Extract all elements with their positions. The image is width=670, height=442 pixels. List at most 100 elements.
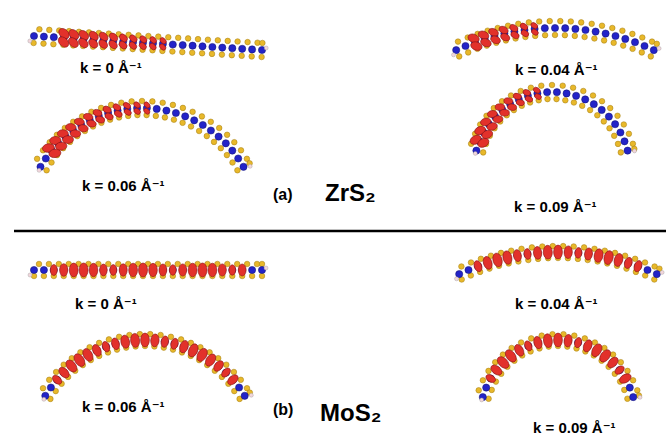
sulfur-atom bbox=[611, 133, 617, 139]
sulfur-atom bbox=[459, 264, 465, 270]
sulfur-atom bbox=[61, 362, 67, 368]
sulfur-atom bbox=[468, 260, 474, 266]
sulfur-atom bbox=[611, 40, 617, 46]
sulfur-atom bbox=[209, 51, 215, 57]
metal-atom bbox=[631, 39, 638, 46]
charge-density-lobe bbox=[522, 89, 531, 97]
sulfur-atom bbox=[41, 273, 47, 279]
hydrogen-atom bbox=[455, 277, 459, 281]
sulfur-atom bbox=[572, 33, 578, 39]
metal-atom bbox=[553, 89, 560, 96]
charge-density-lobe bbox=[593, 248, 604, 263]
sulfur-atom bbox=[518, 340, 524, 346]
sulfur-atom bbox=[199, 114, 205, 120]
sulfur-atom bbox=[41, 41, 47, 47]
sulfur-atom bbox=[625, 396, 631, 402]
sulfur-atom bbox=[211, 139, 217, 145]
charge-density-lobe bbox=[118, 40, 129, 51]
sulfur-atom bbox=[238, 377, 244, 383]
charge-density-lobe bbox=[512, 92, 522, 100]
metal-atom bbox=[612, 32, 619, 39]
charge-density-lobe bbox=[523, 248, 531, 260]
charge-density-lobe bbox=[143, 107, 151, 115]
sulfur-atom bbox=[44, 168, 50, 174]
metal-atom bbox=[40, 266, 47, 273]
sulfur-atom bbox=[46, 377, 52, 383]
charge-density-lobe bbox=[119, 264, 127, 276]
metal-atom bbox=[50, 34, 57, 41]
sulfur-atom bbox=[518, 88, 524, 94]
charge-density-lobe bbox=[120, 334, 131, 348]
sulfur-atom bbox=[260, 40, 266, 46]
sulfur-atom bbox=[620, 28, 626, 34]
sulfur-atom bbox=[635, 388, 641, 394]
charge-density-lobe bbox=[110, 337, 120, 350]
charge-density-lobe bbox=[129, 263, 138, 277]
sulfur-atom bbox=[589, 21, 595, 27]
sulfur-atom bbox=[205, 37, 211, 43]
hydrogen-atom bbox=[42, 397, 46, 401]
metal-atom bbox=[239, 45, 246, 52]
metal-atom bbox=[551, 24, 558, 31]
sulfur-atom bbox=[208, 119, 214, 125]
sulfur-atom bbox=[528, 336, 534, 342]
charge-density-lobe bbox=[229, 265, 236, 275]
sulfur-atom bbox=[648, 54, 654, 60]
charge-density-lobe bbox=[554, 245, 563, 259]
charge-density-lobe bbox=[530, 28, 539, 37]
charge-density-lobe bbox=[491, 252, 503, 268]
charge-density-lobe bbox=[149, 263, 158, 276]
charge-density-lobe bbox=[208, 263, 217, 277]
hydrogen-atom bbox=[452, 53, 456, 57]
curvature-label: k = 0 Å⁻¹ bbox=[80, 60, 142, 77]
charge-density-lobe bbox=[138, 41, 148, 51]
sulfur-atom bbox=[215, 355, 221, 361]
hydrogen-atom bbox=[633, 149, 637, 153]
metal-atom bbox=[590, 101, 597, 108]
sulfur-atom bbox=[563, 98, 569, 104]
curvature-label: k = 0.06 Å⁻¹ bbox=[82, 399, 165, 416]
sulfur-atom bbox=[34, 156, 40, 162]
sulfur-atom bbox=[162, 115, 168, 121]
sulfur-atom bbox=[570, 85, 576, 91]
charge-density-lobe bbox=[128, 40, 138, 50]
charge-density-lobe bbox=[79, 263, 88, 277]
sulfur-atom bbox=[218, 145, 224, 151]
zrs2-slab bbox=[28, 26, 268, 59]
metal-atom bbox=[40, 33, 47, 40]
metal-atom bbox=[222, 140, 229, 147]
hydrogen-atom bbox=[249, 393, 253, 397]
charge-density-lobe bbox=[515, 99, 525, 107]
sulfur-atom bbox=[204, 133, 210, 139]
charge-density-lobe bbox=[86, 119, 97, 128]
charge-density-lobe bbox=[533, 246, 542, 259]
sulfur-atom bbox=[618, 150, 624, 156]
sulfur-atom bbox=[188, 124, 194, 130]
sulfur-atom bbox=[150, 99, 156, 105]
sulfur-atom bbox=[239, 53, 245, 59]
sulfur-atom bbox=[53, 369, 59, 375]
curvature-label: k = 0.04 Å⁻¹ bbox=[515, 296, 598, 313]
sulfur-atom bbox=[560, 83, 566, 89]
charge-density-lobe bbox=[473, 260, 484, 273]
metal-atom bbox=[249, 46, 256, 53]
sulfur-atom bbox=[640, 35, 646, 41]
sulfur-atom bbox=[153, 113, 159, 119]
charge-density-lobe bbox=[623, 256, 634, 269]
sulfur-atom bbox=[225, 38, 231, 44]
sulfur-atom bbox=[170, 102, 176, 108]
sulfur-atom bbox=[571, 100, 577, 106]
sulfur-atom bbox=[231, 369, 237, 375]
metal-atom bbox=[215, 133, 222, 140]
charge-density-lobe bbox=[150, 334, 159, 347]
charge-density-lobe bbox=[564, 246, 573, 259]
charge-density-lobe bbox=[618, 372, 633, 385]
sulfur-atom bbox=[615, 113, 621, 119]
charge-density-lobe bbox=[532, 335, 543, 349]
charge-density-lobe bbox=[89, 263, 98, 276]
sulfur-atom bbox=[568, 19, 574, 25]
charge-density-lobe bbox=[554, 333, 563, 347]
metal-atom bbox=[602, 30, 609, 37]
zrs2-slab bbox=[34, 98, 252, 173]
